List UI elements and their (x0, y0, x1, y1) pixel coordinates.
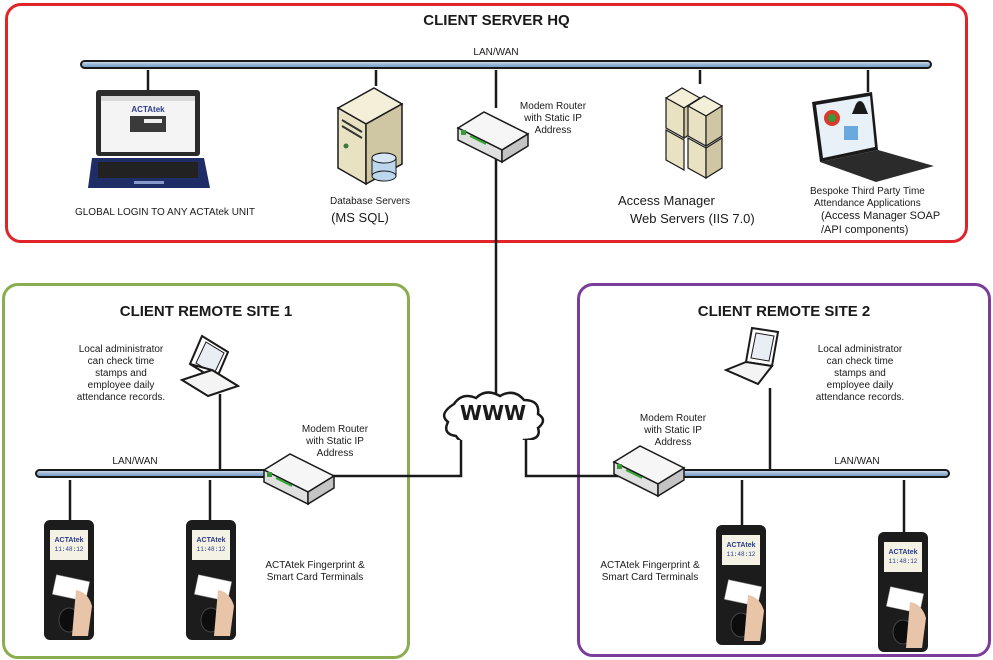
site2-admin-label-1: Local administrator (817, 344, 903, 355)
terminal-brand: ACTAtek (726, 542, 755, 549)
site1-region (2, 283, 410, 659)
terminal-time: 11:48:12 (55, 546, 84, 553)
hq-laptop-label: GLOBAL LOGIN TO ANY ACTAtek UNIT (74, 207, 256, 218)
web-label-1: Access Manager (618, 193, 715, 208)
site1-lan-bus (35, 469, 275, 478)
thirdparty-label-3: (Access Manager SOAP (821, 210, 941, 222)
site1-terminals-label-2: Smart Card Terminals (266, 572, 364, 583)
site2-region (577, 283, 991, 657)
hq-router-label-2: with Static IP (524, 113, 582, 124)
site1-admin-label-1: Local administrator (78, 344, 164, 355)
terminal-time: 11:48:12 (889, 558, 918, 565)
internet-cloud-icon (442, 391, 545, 440)
fingerprint-terminal-icon: ACTAtek 11:48:12 (186, 520, 236, 640)
hq-lan-bus (80, 60, 932, 69)
site2-admin-label-2: can check time (826, 356, 894, 367)
site2-router-label-2: with Static IP (644, 425, 702, 436)
site1-admin-laptop-icon (180, 334, 241, 398)
internet-label: WWW (459, 401, 527, 425)
site1-terminal-2: ACTAtek 11:48:12 (184, 520, 236, 640)
hq-laptop-icon: ACTAtek (88, 90, 210, 188)
wire-www-to-site2 (524, 436, 625, 478)
site2-router-icon (612, 445, 686, 498)
thirdparty-laptop-icon (812, 92, 934, 182)
fingerprint-terminal-icon: ACTAtek 11:48:12 (716, 525, 766, 645)
hq-laptop-brand: ACTAtek (131, 105, 165, 114)
site2-admin-label-4: employee daily (826, 380, 894, 391)
web-servers-icon (664, 87, 724, 180)
site1-admin-label-2: can check time (87, 356, 155, 367)
site2-admin-laptop-icon (724, 326, 780, 386)
hq-router-icon (456, 111, 530, 164)
site1-admin-label-3: stamps and (95, 368, 147, 379)
site1-terminal-1: ACTAtek 11:48:12 (42, 520, 94, 640)
hq-router-label-1: Modem Router (519, 101, 587, 112)
site2-title: CLIENT REMOTE SITE 2 (697, 303, 871, 320)
site1-admin-label-5: attendance records. (76, 392, 166, 403)
fingerprint-terminal-icon: ACTAtek 11:48:12 (878, 532, 928, 652)
site2-terminals-label-2: Smart Card Terminals (601, 572, 699, 583)
database-server-icon (336, 87, 404, 186)
site2-terminal-2: ACTAtek 11:48:12 (876, 532, 928, 652)
site2-terminal-1: ACTAtek 11:48:12 (714, 525, 766, 645)
site1-router-label-1: Modem Router (301, 424, 369, 435)
hq-region (5, 3, 968, 243)
hq-router-label-3: Address (534, 125, 572, 136)
site2-admin-label-3: stamps and (834, 368, 886, 379)
site1-router-label-3: Address (316, 448, 354, 459)
site1-terminals-label-1: ACTAtek Fingerprint & (265, 560, 365, 571)
site2-bus-label: LAN/WAN (834, 456, 880, 467)
site1-admin-label-4: employee daily (87, 380, 155, 391)
hq-title: CLIENT SERVER HQ (423, 12, 570, 29)
site1-title: CLIENT REMOTE SITE 1 (119, 303, 293, 320)
wire-www-to-site1 (330, 436, 463, 478)
site2-lan-bus (668, 469, 950, 478)
thirdparty-label-4: /API components) (821, 224, 909, 236)
site1-bus-label: LAN/WAN (112, 456, 158, 467)
site2-router-label-1: Modem Router (639, 413, 707, 424)
db-label-2: (MS SQL) (331, 210, 389, 225)
site2-terminals-label-1: ACTAtek Fingerprint & (600, 560, 700, 571)
fingerprint-terminal-icon: ACTAtek 11:48:12 (44, 520, 94, 640)
thirdparty-label-2: Attendance Applications (814, 198, 921, 209)
thirdparty-label-1: Bespoke Third Party Time (810, 186, 925, 197)
site2-router-label-3: Address (654, 437, 692, 448)
site1-router-label-2: with Static IP (306, 436, 364, 447)
db-label-1: Database Servers (329, 196, 411, 207)
web-label-2: Web Servers (IIS 7.0) (630, 211, 755, 226)
terminal-time: 11:48:12 (197, 546, 226, 553)
terminal-brand: ACTAtek (196, 537, 225, 544)
hq-bus-label: LAN/WAN (473, 47, 519, 58)
terminal-brand: ACTAtek (54, 537, 83, 544)
site2-admin-label-5: attendance records. (815, 392, 905, 403)
site1-router-icon (262, 453, 336, 506)
terminal-time: 11:48:12 (727, 551, 756, 558)
terminal-brand: ACTAtek (888, 549, 917, 556)
